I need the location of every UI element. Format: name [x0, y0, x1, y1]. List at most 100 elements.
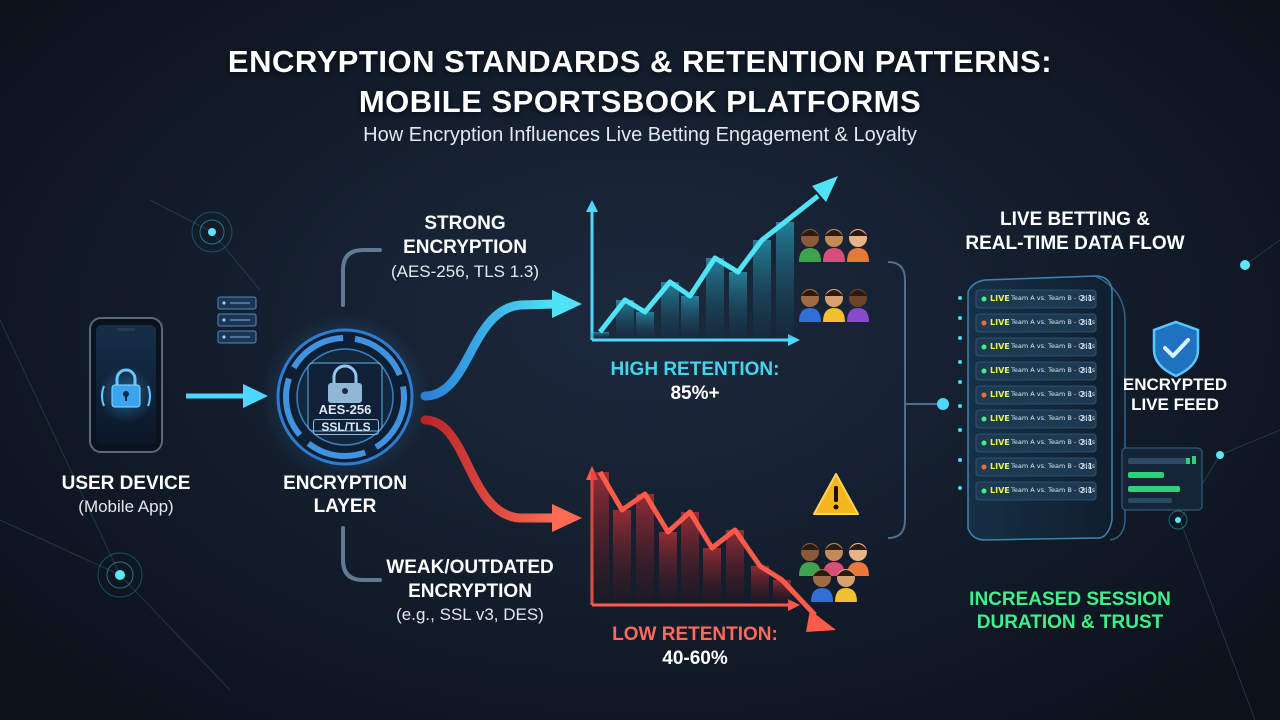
feed-row-odds: 2.1	[1080, 438, 1093, 447]
feed-side-dots	[958, 296, 962, 490]
feed-live-tag: LIVE	[990, 486, 1010, 495]
weak-encryption-detail: (e.g., SSL v3, DES)	[396, 605, 544, 624]
feed-live-tag: LIVE	[990, 390, 1010, 399]
low-retention-chart	[586, 466, 836, 632]
people-group-icon	[799, 289, 869, 322]
network-node-right	[1168, 260, 1250, 530]
encryption-layer-label-2: LAYER	[313, 496, 377, 517]
feed-row-text: Team A vs. Team B - Odds	[1011, 342, 1096, 350]
warning-icon	[813, 473, 859, 515]
feed-live-tag: LIVE	[990, 462, 1010, 471]
feed-row	[975, 433, 1097, 453]
high-chart-bar	[636, 312, 654, 338]
background-network	[0, 199, 1280, 720]
live-feed-panel	[967, 275, 1126, 541]
feed-row	[975, 385, 1097, 405]
feed-row-odds: 2.1	[1080, 366, 1093, 375]
live-betting-label-1: LIVE BETTING &	[1000, 209, 1150, 230]
feed-row	[975, 313, 1097, 333]
feed-status-dot	[981, 488, 987, 494]
feed-row-text: Team A vs. Team B - Odds	[1011, 414, 1096, 422]
encrypted-feed-label-2: LIVE FEED	[1131, 395, 1219, 414]
strong-encryption-label-1: STRONG	[424, 213, 506, 234]
strong-encryption-label-2: ENCRYPTION	[403, 237, 527, 258]
low-chart-bar	[681, 512, 699, 603]
feed-row	[975, 481, 1097, 501]
label-connectors	[341, 248, 382, 582]
people-group-icon	[799, 543, 869, 576]
feed-row-text: Team A vs. Team B - Odds	[1011, 390, 1096, 398]
feed-status-dot	[981, 464, 987, 470]
strong-encryption-detail: (AES-256, TLS 1.3)	[390, 262, 540, 281]
high-retention-chart	[586, 176, 838, 346]
low-chart-bar	[591, 472, 609, 603]
feed-status-dot	[981, 296, 987, 302]
feed-status-dot	[981, 368, 987, 374]
low-chart-bar	[636, 494, 654, 603]
feed-status-dot	[981, 416, 987, 422]
high-chart-bar	[681, 296, 699, 338]
feed-live-tag: LIVE	[990, 342, 1010, 351]
mini-status-panel	[1121, 447, 1203, 511]
feed-row-odds: 2.1	[1080, 318, 1093, 327]
low-trend-arrowhead	[806, 610, 836, 632]
feed-status-dot	[981, 344, 987, 350]
weak-encryption-path	[420, 415, 582, 532]
low-chart-bar	[659, 532, 677, 603]
people-group-icon	[811, 569, 857, 602]
feed-row-odds: 2.1	[1080, 486, 1093, 495]
feed-row-text: Team A vs. Team B - Odds	[1011, 462, 1096, 470]
low-chart-bar	[613, 510, 631, 603]
shield-check-icon	[1152, 320, 1200, 378]
high-chart-bar	[591, 332, 609, 338]
layer-badge-ssl: SSL/TLS	[313, 419, 379, 435]
feed-row	[975, 361, 1097, 381]
layer-badge-aes: AES-256	[318, 402, 372, 417]
high-chart-bar	[706, 258, 724, 338]
people-group-icon	[799, 229, 869, 262]
outcome-bracket	[887, 261, 949, 539]
feed-row-text: Team A vs. Team B - Odds	[1011, 438, 1096, 446]
encrypted-feed-label-1: ENCRYPTED	[1122, 375, 1228, 394]
high-retention-value: 85%+	[670, 383, 720, 404]
feed-row	[975, 409, 1097, 429]
server-stack-icon	[217, 296, 257, 344]
feed-row-odds: 2.1	[1080, 462, 1093, 471]
page-title-line2: MOBILE SPORTSBOOK PLATFORMS	[358, 84, 922, 119]
encryption-layer-label-1: ENCRYPTION	[283, 473, 407, 494]
high-chart-bar	[753, 240, 771, 338]
weak-encryption-label-1: WEAK/OUTDATED	[386, 557, 554, 578]
high-chart-bar	[661, 282, 679, 338]
device-to-layer-arrow	[186, 384, 268, 408]
network-node-left-bottom	[97, 552, 143, 598]
feed-live-tag: LIVE	[990, 318, 1010, 327]
feed-row-text: Team A vs. Team B - Odds	[1011, 366, 1096, 374]
feed-status-dot	[981, 320, 987, 326]
feed-live-tag: LIVE	[990, 366, 1010, 375]
feed-row-odds: 2.1	[1080, 342, 1093, 351]
low-chart-bar	[703, 548, 721, 603]
feed-row-odds: 2.1	[1080, 390, 1093, 399]
layer-lock-icon	[328, 364, 362, 403]
feed-row-text: Team A vs. Team B - Odds	[1011, 294, 1096, 302]
high-chart-bar	[776, 222, 794, 338]
page-title-line1: ENCRYPTION STANDARDS & RETENTION PATTERN…	[227, 44, 1053, 79]
lock-icon	[101, 368, 151, 408]
feed-row	[975, 457, 1097, 477]
outcome-label-1: INCREASED SESSION	[969, 589, 1171, 610]
feed-live-tag: LIVE	[990, 438, 1010, 447]
live-betting-label-2: REAL-TIME DATA FLOW	[965, 233, 1185, 254]
low-chart-bar	[726, 530, 744, 603]
feed-live-tag: LIVE	[990, 414, 1010, 423]
feed-row	[975, 289, 1097, 309]
strong-encryption-path	[420, 290, 582, 401]
feed-row	[975, 337, 1097, 357]
feed-row-odds: 2.1	[1080, 294, 1093, 303]
feed-row-text: Team A vs. Team B - Odds	[1011, 318, 1096, 326]
feed-status-dot	[981, 440, 987, 446]
high-chart-bar	[729, 272, 747, 338]
weak-encryption-label-2: ENCRYPTION	[408, 581, 532, 602]
low-retention-label: LOW RETENTION:	[612, 624, 778, 645]
user-device-label: USER DEVICE	[61, 473, 191, 494]
